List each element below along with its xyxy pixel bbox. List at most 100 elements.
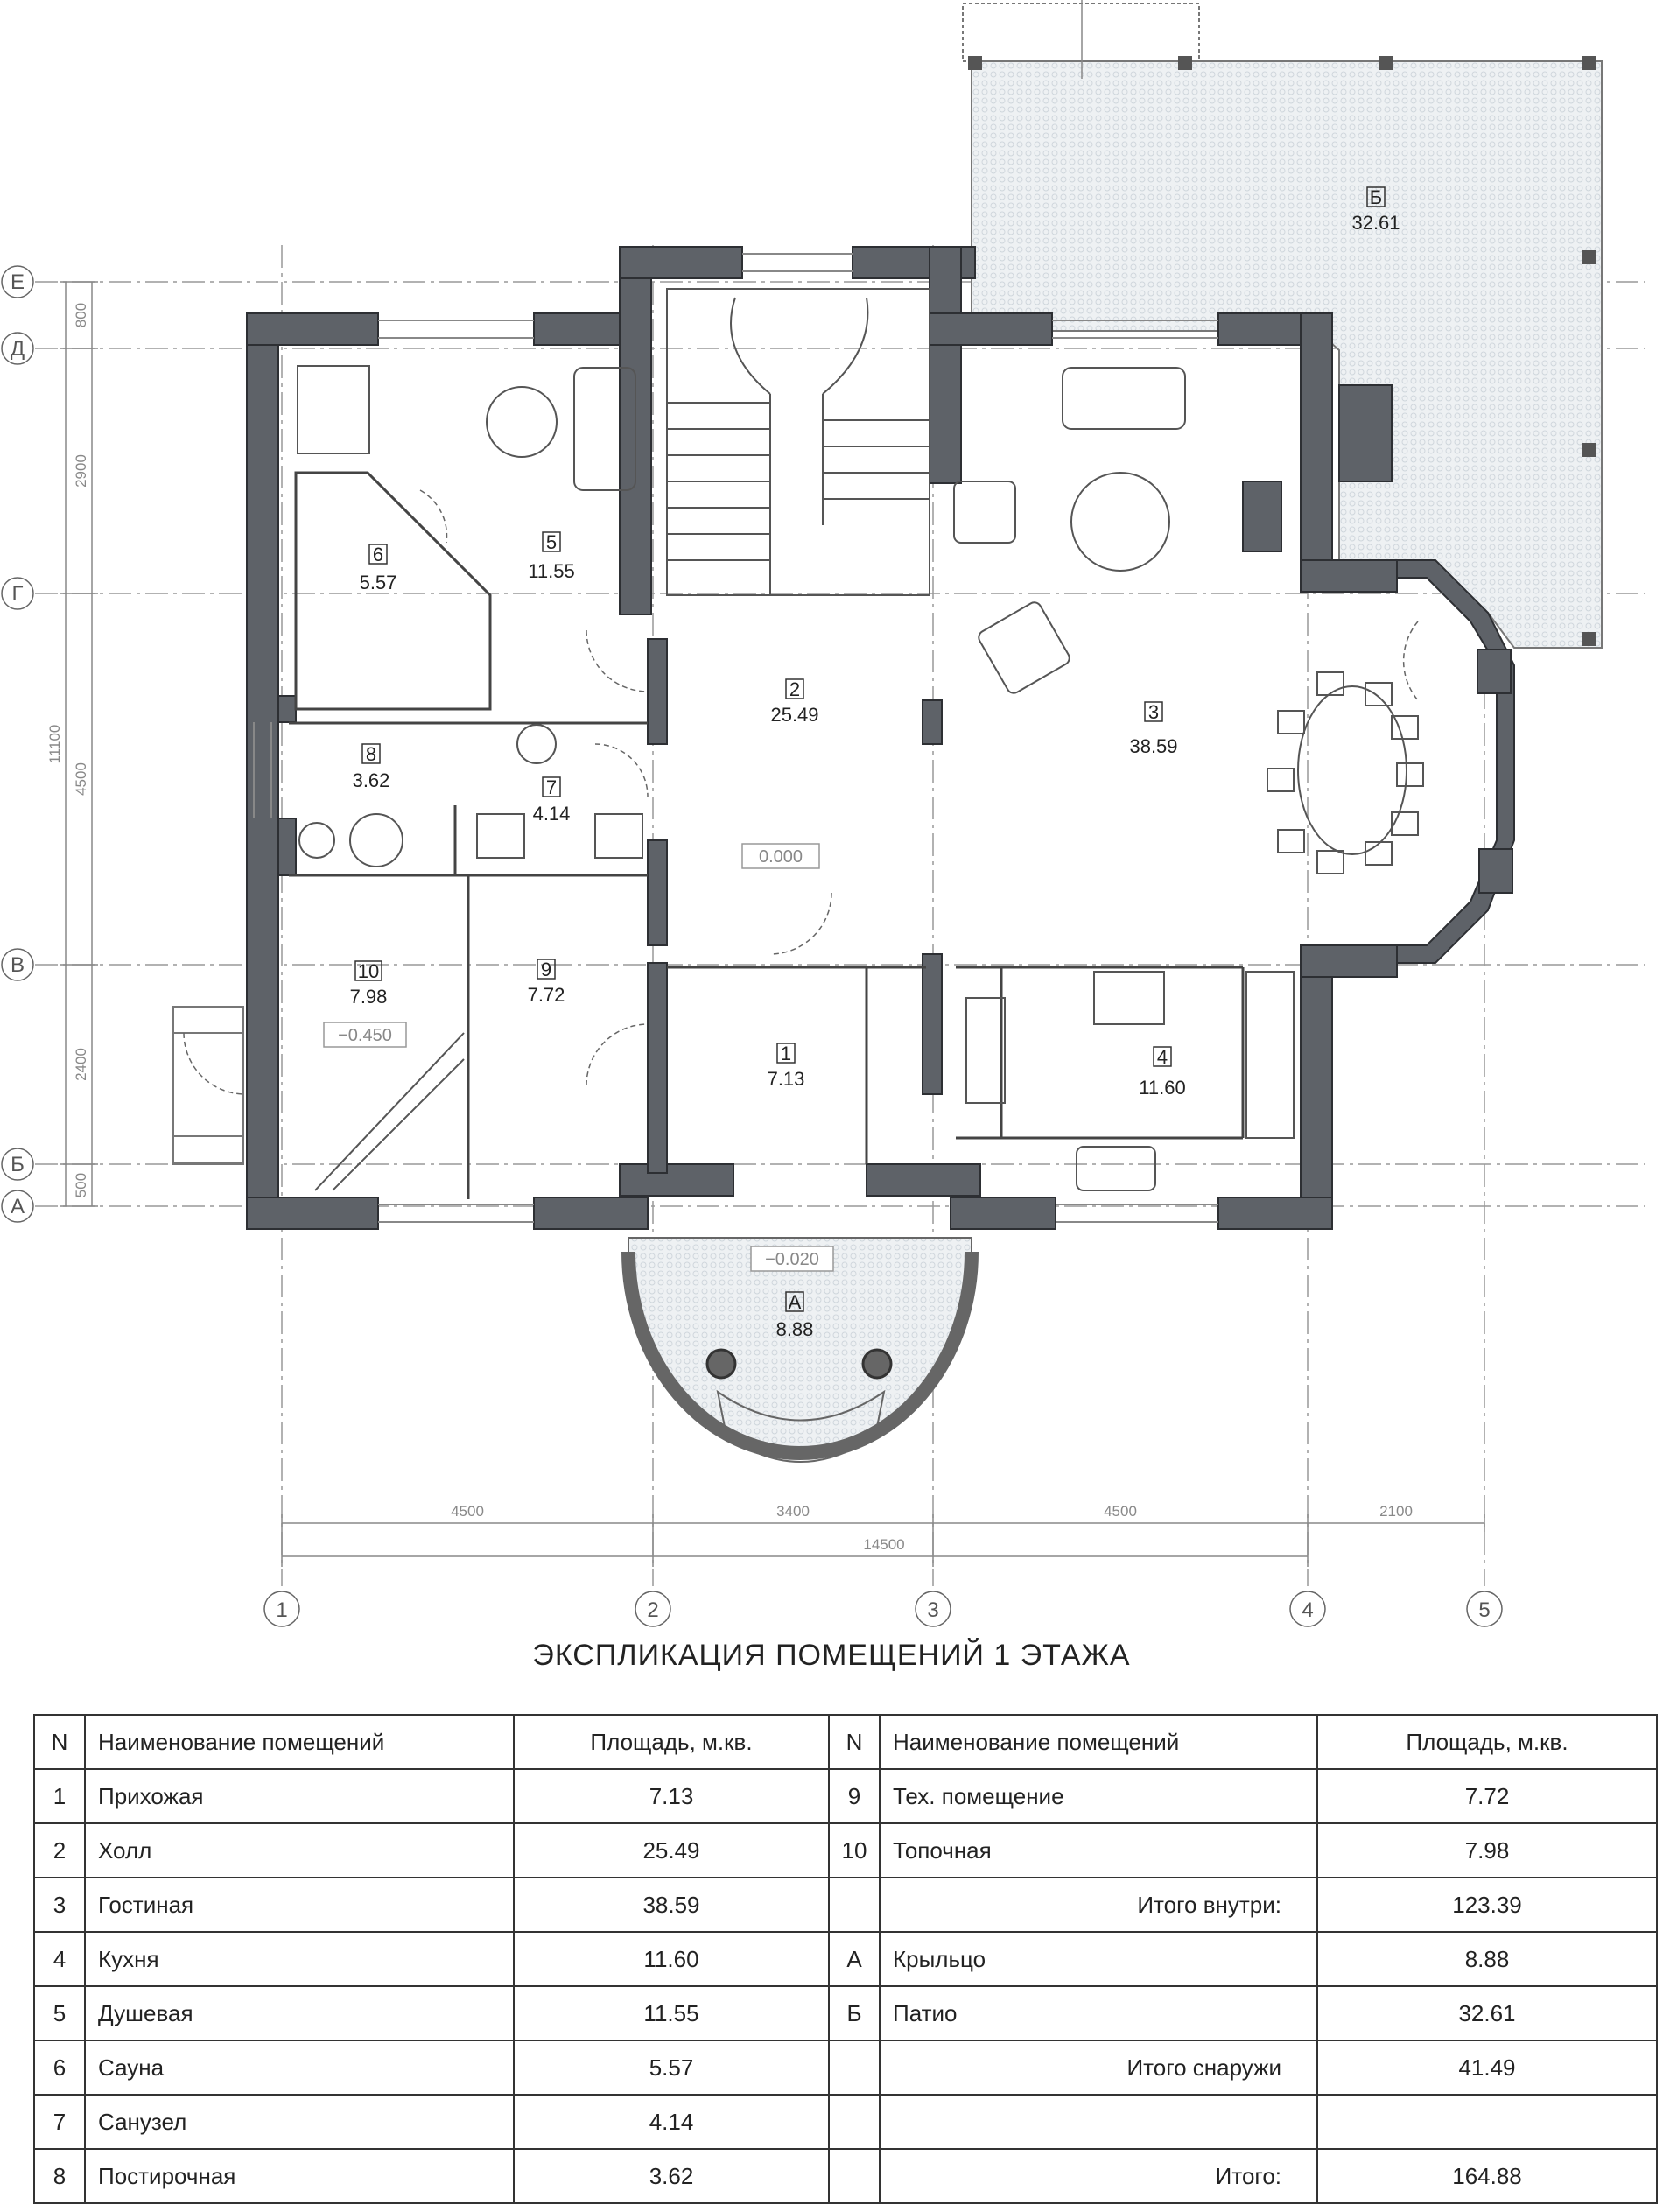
room-area-value: 11.55 [513,1985,830,2041]
room-name: Сауна [84,2040,515,2096]
room-area: 7.13 [768,1068,805,1090]
room-name: Гостиная [84,1877,515,1933]
axis-row-label: Е [11,270,25,294]
dimension-label: 14500 [863,1536,904,1553]
room-area-value: 164.88 [1316,2148,1658,2204]
dimension-label: 2400 [73,1048,89,1081]
room-area: 3.62 [353,769,390,791]
dimension-label: 4500 [1104,1503,1137,1520]
row-axis-markers [1,265,34,1223]
row-number: 6 [33,2040,86,2096]
room-name: Холл [84,1822,515,1878]
header-area: Площадь, м.кв. [513,1714,830,1770]
room-number: 7 [546,776,557,798]
col-axis-markers [263,1591,1503,1627]
axis-row-label: Г [12,582,24,606]
room-area-value: 38.59 [513,1877,830,1933]
row-number [828,2040,881,2096]
room-number: 10 [358,960,379,982]
room-area: 11.55 [528,560,574,582]
room-name: Крыльцо [879,1931,1318,1987]
room-area-value: 7.98 [1316,1822,1658,1878]
table-header-row: N Наименование помещений Площадь, м.кв. … [33,1714,1658,1770]
room-area: 38.59 [1129,735,1177,757]
axis-col-label: 4 [1302,1598,1313,1622]
row-number: 5 [33,1985,86,2041]
room-labels: 1 7.13 2 25.49 3 38.59 4 11.60 5 11.55 6… [350,186,1400,1340]
room-area-value: 5.57 [513,2040,830,2096]
axis-row-label: Д [11,337,25,361]
axis-row-label: В [11,953,25,977]
level-marks: 0.000 −0.450 −0.020 [323,843,834,1272]
floor-plan: Е Д Г В Б А 1 2 3 4 5 800 2900 4500 2400… [1,0,1645,1627]
header-area: Площадь, м.кв. [1316,1714,1658,1770]
room-name: Тех. помещение [879,1768,1318,1824]
room-area-value: 25.49 [513,1822,830,1878]
row-number: 1 [33,1768,86,1824]
dimension-label: 3400 [776,1503,810,1520]
level-mark: −0.450 [338,1026,392,1045]
row-number: 8 [33,2148,86,2204]
axis-row-label: А [11,1195,25,1218]
row-number: Б [828,1985,881,2041]
dimension-label: 2100 [1379,1503,1413,1520]
room-area: 7.98 [350,986,388,1008]
furniture [297,365,1407,1191]
room-area-value: 4.14 [513,2094,830,2150]
room-number: 6 [373,544,383,565]
room-number: 4 [1157,1046,1168,1068]
room-area: 7.72 [528,984,565,1006]
row-number: А [828,1931,881,1987]
dimension-label: 500 [73,1173,89,1197]
dimension-label: 800 [73,303,89,327]
room-name: Итого внутри: [879,1877,1318,1933]
level-mark: −0.020 [765,1250,819,1269]
room-area: 25.49 [770,704,818,726]
walls [172,246,1515,1230]
room-name: Санузел [84,2094,515,2150]
axis-col-label: 5 [1478,1598,1490,1622]
row-number: 2 [33,1822,86,1878]
axis-col-label: 3 [927,1598,938,1622]
explication-table: N Наименование помещений Площадь, м.кв. … [33,1714,1658,2204]
room-area: 32.61 [1351,212,1400,234]
row-number: 3 [33,1877,86,1933]
axis-row-label: Б [11,1153,25,1176]
dimension-label: 4500 [451,1503,484,1520]
row-number: 7 [33,2094,86,2150]
row-number: 4 [33,1931,86,1987]
room-name: Душевая [84,1985,515,2041]
row-number: 9 [828,1768,881,1824]
room-area-value: 3.62 [513,2148,830,2204]
axis-col-label: 2 [647,1598,658,1622]
header-name: Наименование помещений [879,1714,1318,1770]
room-number: 9 [541,959,551,980]
room-area: 8.88 [776,1318,814,1340]
room-number: 5 [546,531,557,553]
room-number: 2 [789,678,800,700]
room-name: Кухня [84,1931,515,1987]
dimension-label: 2900 [73,454,89,488]
room-name: Итого снаружи [879,2040,1318,2096]
room-name [879,2094,1318,2150]
room-area-value: 7.72 [1316,1768,1658,1824]
header-n: N [828,1714,881,1770]
staircase [314,288,930,1191]
room-number: 1 [781,1043,791,1064]
room-number: 8 [366,743,376,765]
room-number: Б [1370,186,1382,208]
room-name: Патио [879,1985,1318,2041]
header-n: N [33,1714,86,1770]
room-area-value: 8.88 [1316,1931,1658,1987]
room-area-value: 123.39 [1316,1877,1658,1933]
level-mark: 0.000 [759,847,803,867]
row-number: 10 [828,1822,881,1878]
room-name: Топочная [879,1822,1318,1878]
